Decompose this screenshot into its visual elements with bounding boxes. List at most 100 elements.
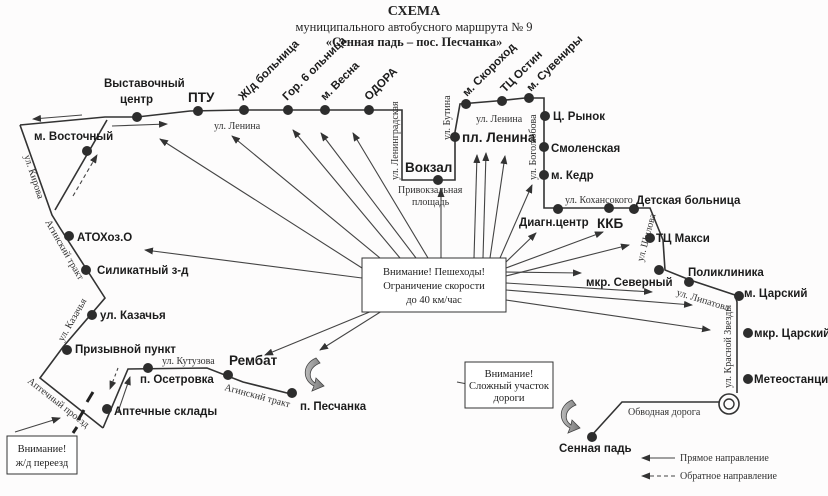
legend-reverse-label: Обратное направление: [680, 471, 777, 482]
arrow-railway: [14, 417, 61, 433]
direction-arrow-forward: [32, 114, 83, 122]
stop-sennaya-pad[interactable]: [587, 432, 597, 442]
stop-aptechnye-sklady[interactable]: [102, 404, 112, 414]
stop-c-rynok[interactable]: [540, 111, 550, 121]
notice-difficult-line2: Сложный участок: [469, 381, 550, 392]
label-ul-kazachya: ул. Казачья: [100, 310, 166, 322]
stop-ul-kazachya[interactable]: [87, 310, 97, 320]
notice-railway-box: [6, 435, 78, 475]
street-lenina-1: ул. Ленина: [214, 121, 261, 132]
arrow-to-stop: [505, 269, 582, 277]
stop-m-vesna[interactable]: [320, 105, 330, 115]
stop-vystavochny[interactable]: [132, 112, 142, 122]
stop-m-skorohod[interactable]: [461, 99, 471, 109]
stop-p-ostrovka[interactable]: [143, 363, 153, 373]
stop-ptu[interactable]: [193, 106, 203, 116]
street-leningradskaya: ул. Ленинградская: [390, 101, 401, 180]
label-kkb: ККБ: [597, 216, 623, 231]
arrow-to-stop: [505, 231, 604, 269]
arrow-to-stop: [159, 138, 363, 269]
stop-tc-maksi[interactable]: [645, 233, 655, 243]
notice-pedestrians-line3: до 40 км/час: [406, 295, 462, 306]
label-silikatny: Силикатный з-д: [97, 265, 189, 277]
notice-difficult-road-box: [464, 361, 554, 409]
label-m-carsky: м. Царский: [744, 288, 807, 300]
title-terminals: «Сенная падь – пос. Песчанка»: [326, 35, 502, 49]
stop-prizyvnoy[interactable]: [62, 345, 72, 355]
stop-mkr-severny[interactable]: [654, 265, 664, 275]
label-prizyvnoy: Призывной пункт: [75, 344, 176, 356]
label-atohoz: АТОХоз.О: [77, 232, 132, 244]
notice-pedestrians-line1: Внимание! Пешеходы!: [383, 267, 485, 278]
arrow-to-stop: [505, 299, 711, 333]
label-pl-lenina: пл. Ленина: [462, 130, 536, 145]
arrow-to-stop: [499, 184, 533, 259]
street-lenina-2: ул. Ленина: [476, 114, 523, 125]
stops: [62, 93, 753, 442]
arrow-to-stop: [319, 310, 383, 351]
label-mkr-severny: мкр. Северный: [586, 277, 673, 289]
stop-meteostanciya[interactable]: [743, 374, 753, 384]
arrow-to-stop: [505, 289, 693, 308]
street-kohanskogo: ул. Кохансокого: [565, 195, 633, 206]
arrow-to-stop: [489, 155, 508, 259]
stop-vokzal[interactable]: [433, 175, 443, 185]
title-scheme: СХЕМА: [388, 4, 441, 19]
stop-tc-ostin[interactable]: [497, 96, 507, 106]
route-line-obvodnaya: [591, 401, 719, 436]
legend: Прямое направление Обратное направление: [641, 453, 777, 482]
route-line-vostochny: [54, 119, 108, 211]
label-aptechnye-sklady: Аптечные склады: [114, 406, 217, 418]
stop-smolenskaya[interactable]: [539, 142, 549, 152]
notice-difficult-line1: Внимание!: [485, 369, 534, 380]
arrow-to-stop: [144, 247, 363, 279]
label-odora: ОДОРА: [363, 66, 400, 103]
label-sennaya-pad: Сенная падь: [559, 443, 632, 455]
stop-detskaya-bolnica[interactable]: [629, 204, 639, 214]
direction-arrow-forward: [111, 120, 168, 128]
stop-poliklinika[interactable]: [684, 277, 694, 287]
stop-m-suveniry[interactable]: [524, 93, 534, 103]
stop-m-vostochny[interactable]: [82, 146, 92, 156]
stop-atohoz[interactable]: [64, 231, 74, 241]
stop-zhd-bolnica[interactable]: [239, 105, 249, 115]
stop-p-peschanka[interactable]: [287, 388, 297, 398]
notice-pedestrians-box: [361, 257, 507, 313]
label-m-vostochny: м. Восточный: [34, 131, 113, 143]
label-vystavochny-1: Выставочный: [104, 78, 185, 90]
arrow-to-stop: [292, 129, 401, 259]
arrow-to-stop: [352, 132, 429, 259]
arrow-to-stop: [473, 154, 481, 259]
label-detskaya-bolnica: Детская больница: [636, 195, 741, 207]
stop-gor-bolnica[interactable]: [283, 105, 293, 115]
rail-crossing-mark: [76, 409, 86, 421]
stop-kkb[interactable]: [604, 203, 614, 213]
label-mkr-carsky: мкр. Царский: [754, 328, 828, 340]
street-aginsky-trakt-2: Агинский тракт: [223, 382, 292, 410]
stop-m-kedr[interactable]: [539, 170, 549, 180]
stop-m-carsky[interactable]: [734, 291, 744, 301]
stop-pl-lenina[interactable]: [450, 132, 460, 142]
label-c-rynok: Ц. Рынок: [553, 111, 605, 123]
label-rembat: Рембат: [229, 353, 278, 368]
turnaround-ring-inner: [723, 398, 735, 410]
legend-forward-label: Прямое направление: [680, 453, 769, 464]
label-meteostanciya: Метеостанция: [754, 374, 828, 386]
stop-mkr-carsky[interactable]: [743, 328, 753, 338]
label-tc-maksi: ТЦ Макси: [656, 233, 710, 245]
label-m-kedr: м. Кедр: [551, 170, 594, 182]
stop-rembat[interactable]: [223, 370, 233, 380]
notice-railway-line2: ж/д переезд: [15, 458, 69, 469]
direction-arrow-forward: [117, 376, 131, 413]
label-poliklinika: Поликлиника: [688, 267, 764, 279]
stop-diagn-centr[interactable]: [553, 204, 563, 214]
label-smolenskaya: Смоленская: [551, 143, 620, 155]
stop-odora[interactable]: [364, 105, 374, 115]
label-vystavochny-2: центр: [120, 94, 153, 106]
street-aptechny-proezd: Аптечный проезд: [25, 376, 91, 431]
street-kirova: ул. Кирова: [21, 154, 46, 201]
stop-silikatny[interactable]: [81, 265, 91, 275]
direction-arrow-reverse: [72, 154, 98, 197]
notice-railway-line1: Внимание!: [18, 444, 67, 455]
